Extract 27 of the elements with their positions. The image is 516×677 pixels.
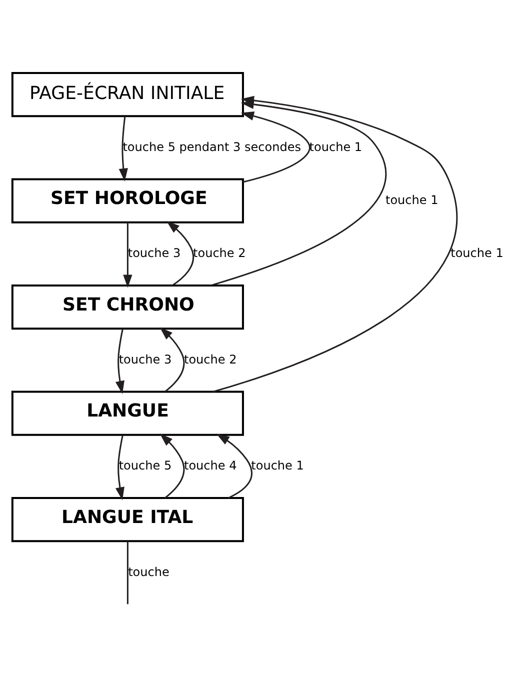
arrow: [115, 328, 124, 394]
arrow: [240, 111, 311, 182]
arrow: [118, 116, 128, 181]
arrow: [216, 433, 252, 498]
arrow: [166, 220, 194, 286]
arrow: [160, 326, 185, 392]
node-box: LANGUE ITAL: [11, 496, 244, 542]
arrow: [123, 222, 132, 288]
node-box: SET HOROLOGE: [11, 178, 244, 223]
edge-label: touche 1: [385, 192, 438, 206]
node-box: SET CHRONO: [11, 284, 244, 330]
edge-label: touche: [128, 564, 170, 578]
edge-label: touche 1: [309, 139, 362, 154]
edge-label: touche 2: [184, 352, 237, 366]
arrow: [212, 95, 457, 392]
connector: [126, 540, 128, 604]
node-box: LANGUE: [11, 390, 244, 436]
edge-label: touche 5: [118, 458, 172, 472]
node-box: PAGE-ÉCRAN INITIALE: [11, 72, 244, 117]
edge-label: touche 5 pendant 3 secondes: [122, 139, 302, 154]
edge-label: touche 2: [193, 246, 246, 260]
arrow: [115, 434, 124, 500]
edge-label: touche 4: [184, 458, 237, 472]
edge-label: touche 3: [118, 352, 172, 366]
arrow: [160, 432, 185, 498]
edge-label: touche 1: [251, 458, 304, 472]
edge-label: touche 1: [450, 246, 504, 260]
